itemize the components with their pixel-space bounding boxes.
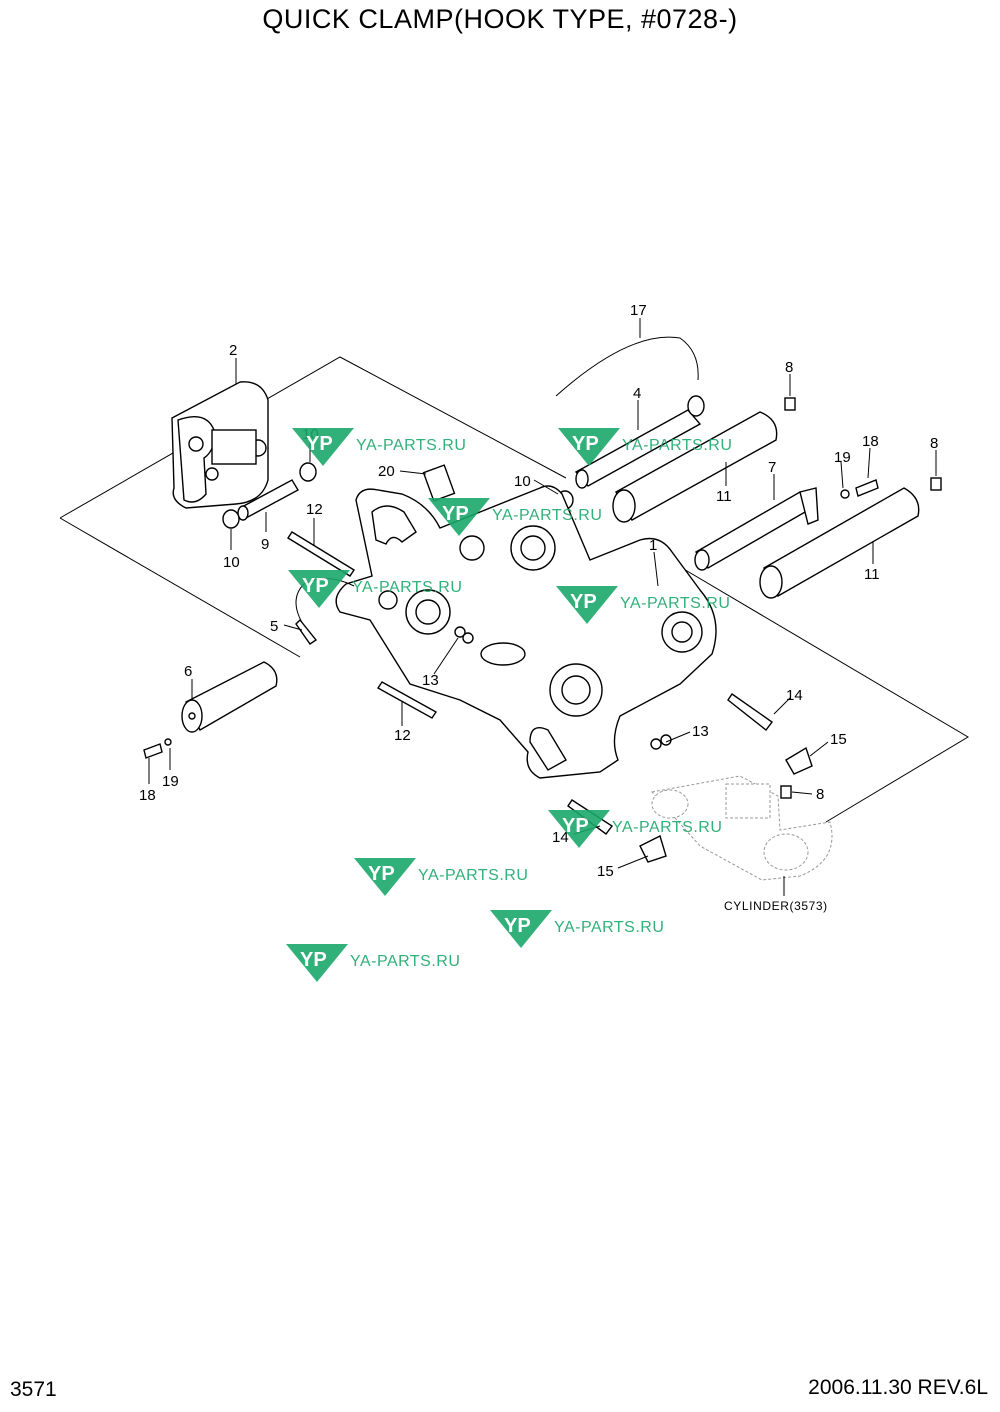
watermark-text: YA-PARTS.RU (356, 437, 466, 454)
callout-15-upper: 15 (830, 731, 847, 748)
callout-10-right: 10 (514, 473, 531, 490)
watermark-logo: YP (570, 591, 597, 613)
watermark-text: YA-PARTS.RU (418, 867, 528, 884)
hose-14-upper (727, 693, 773, 731)
callout-4: 4 (633, 385, 641, 402)
callout-19-right: 19 (834, 449, 851, 466)
callout-11-lower: 11 (864, 566, 880, 583)
watermark-logo: YP (368, 863, 395, 885)
callout-8-top: 8 (785, 359, 793, 376)
watermarks: YP YA-PARTS.RU YP YA-PARTS.RU YP YA-PART… (286, 428, 732, 982)
watermark-text: YA-PARTS.RU (622, 437, 732, 454)
watermark: YP YA-PARTS.RU (490, 910, 664, 948)
watermark: YP YA-PARTS.RU (558, 428, 732, 466)
watermark-text: YA-PARTS.RU (554, 919, 664, 936)
pin-5 (295, 618, 318, 645)
revision-date: 2006.11.30 REV.6L (808, 1376, 988, 1399)
page-title: QUICK CLAMP(HOOK TYPE, #0728-) (262, 4, 738, 34)
washer-19-right (840, 489, 850, 499)
watermark-logo: YP (504, 915, 531, 937)
elbow-15-upper (785, 746, 813, 775)
callout-6: 6 (184, 663, 192, 680)
watermark-text: YA-PARTS.RU (352, 579, 462, 596)
bolt-12-bottom (376, 681, 438, 719)
watermark: YP YA-PARTS.RU (354, 858, 528, 896)
hook-bracket (171, 381, 269, 509)
watermark: YP YA-PARTS.RU (288, 570, 462, 608)
sleeve-11-upper (612, 411, 778, 523)
nut-13c (650, 738, 662, 750)
callout-13-right: 13 (692, 723, 709, 740)
bolt-18-right (855, 479, 879, 497)
callout-18-right: 18 (862, 433, 879, 450)
watermark: YP YA-PARTS.RU (292, 428, 466, 466)
bolt-18-left (143, 743, 163, 759)
ring-10b (222, 509, 240, 529)
nut-13a (454, 626, 466, 638)
cylinder-label: CYLINDER(3573) (724, 899, 828, 913)
watermark-logo: YP (300, 949, 327, 971)
watermark-logo: YP (442, 503, 469, 525)
callout-8-lower: 8 (816, 786, 824, 803)
watermark-logo: YP (306, 433, 333, 455)
nut-13b (462, 632, 474, 644)
pin-9 (237, 479, 299, 521)
watermark: YP YA-PARTS.RU (428, 498, 602, 536)
watermark-logo: YP (302, 575, 329, 597)
callout-12-lower: 12 (394, 727, 411, 744)
watermark-text: YA-PARTS.RU (492, 507, 602, 524)
callout-1: 1 (649, 537, 657, 554)
washer-19-left (164, 738, 172, 746)
clip-20 (422, 464, 456, 502)
watermark: YP YA-PARTS.RU (556, 586, 730, 624)
pin-6 (181, 661, 278, 733)
callout-11-upper: 11 (716, 488, 732, 505)
pin-7 (694, 487, 819, 571)
callout-20: 20 (378, 463, 395, 480)
fitting-8-right (930, 477, 942, 491)
watermark-text: YA-PARTS.RU (350, 953, 460, 970)
watermark-logo: YP (572, 433, 599, 455)
callout-10-lower: 10 (223, 554, 240, 571)
ring-10a (299, 462, 317, 482)
callout-2: 2 (229, 342, 237, 359)
callout-7: 7 (768, 459, 776, 476)
callout-9: 9 (261, 536, 269, 553)
pin-4 (574, 395, 705, 489)
callout-18-left: 18 (139, 787, 156, 804)
clamp-frame (335, 485, 717, 779)
watermark: YP YA-PARTS.RU (286, 944, 460, 982)
bolt-12-top (287, 531, 355, 577)
callout-14-upper: 14 (786, 687, 803, 704)
page-number: 3571 (10, 1378, 57, 1401)
reference-outline (59, 356, 969, 823)
fitting-8-lower (780, 785, 792, 799)
callout-15-lower: 15 (597, 863, 614, 880)
callout-12-upper: 12 (306, 501, 323, 518)
callout-13-left: 13 (422, 672, 439, 689)
watermark: YP YA-PARTS.RU (548, 810, 722, 848)
callout-14-lower: 14 (552, 829, 569, 846)
watermark-logo: YP (562, 815, 589, 837)
cylinder-ghost (651, 775, 833, 881)
watermark-text: YA-PARTS.RU (620, 595, 730, 612)
fitting-8-top (784, 397, 796, 411)
sleeve-11-lower (759, 487, 920, 599)
callout-8-right: 8 (930, 435, 938, 452)
cable-17 (555, 336, 699, 397)
callout-5: 5 (270, 618, 278, 635)
callout-17: 17 (630, 302, 647, 319)
callout-19-left: 19 (162, 773, 179, 790)
watermark-text: YA-PARTS.RU (612, 819, 722, 836)
